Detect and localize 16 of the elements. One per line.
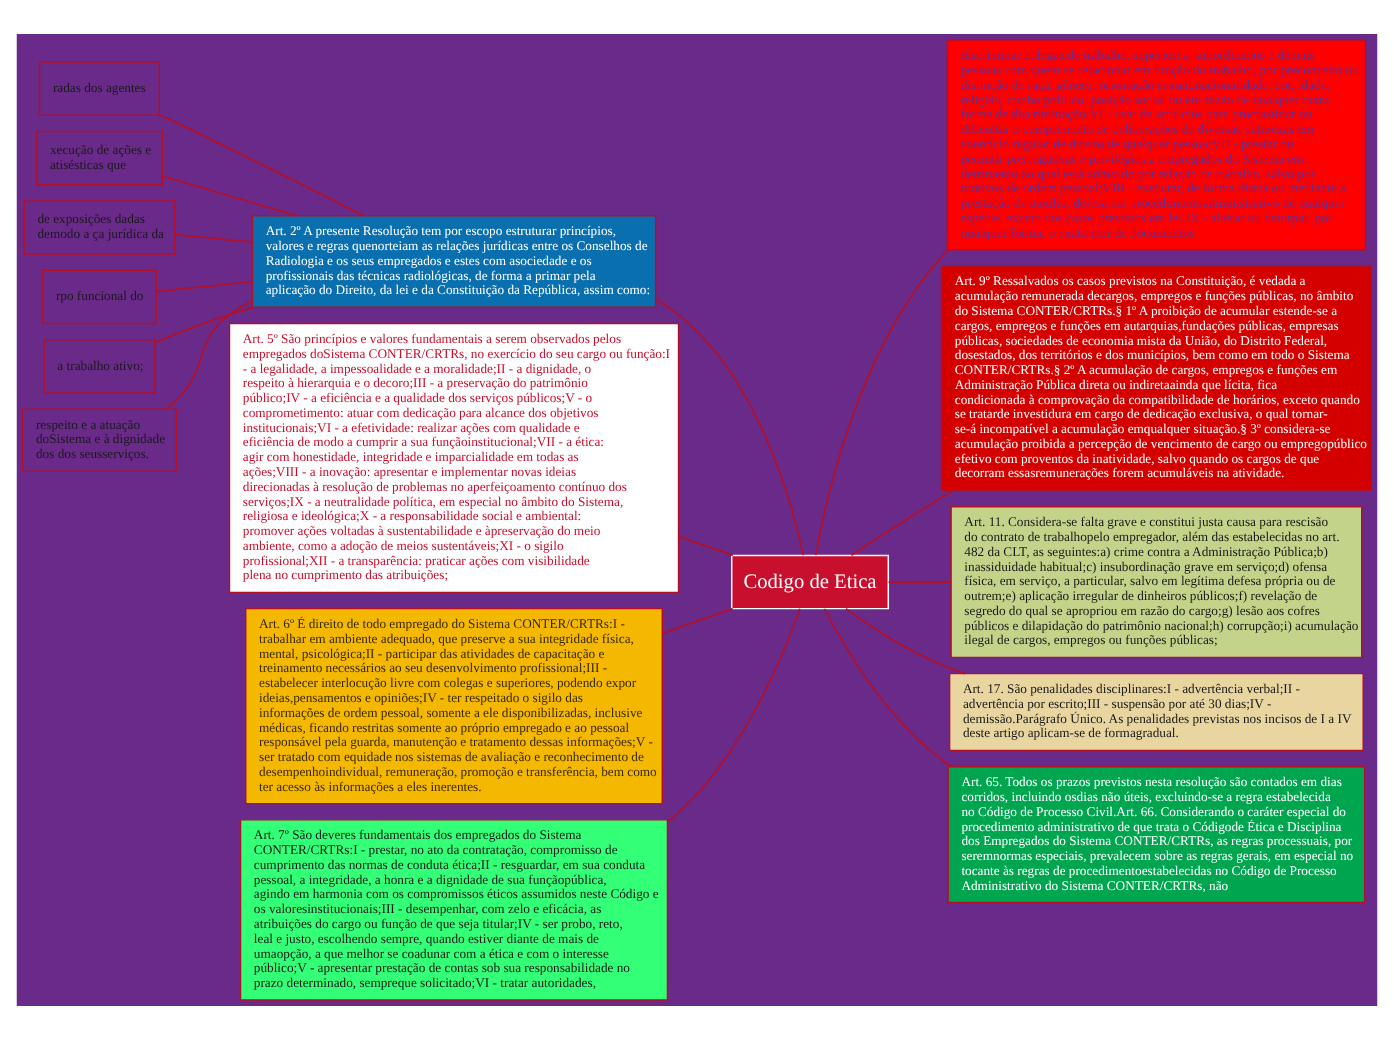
node-box: Codigo de Etica (730, 554, 890, 610)
connector (154, 306, 255, 344)
connector (666, 607, 801, 823)
connector (845, 607, 966, 675)
connector (158, 113, 365, 217)
connector (850, 489, 955, 557)
connector (677, 535, 734, 557)
connector (164, 299, 253, 410)
connector (155, 280, 254, 293)
connector (814, 248, 950, 557)
connector (887, 581, 952, 583)
connector (823, 607, 953, 768)
connector (654, 298, 805, 557)
connector (174, 233, 253, 243)
connector (161, 175, 298, 217)
connector (661, 607, 734, 635)
